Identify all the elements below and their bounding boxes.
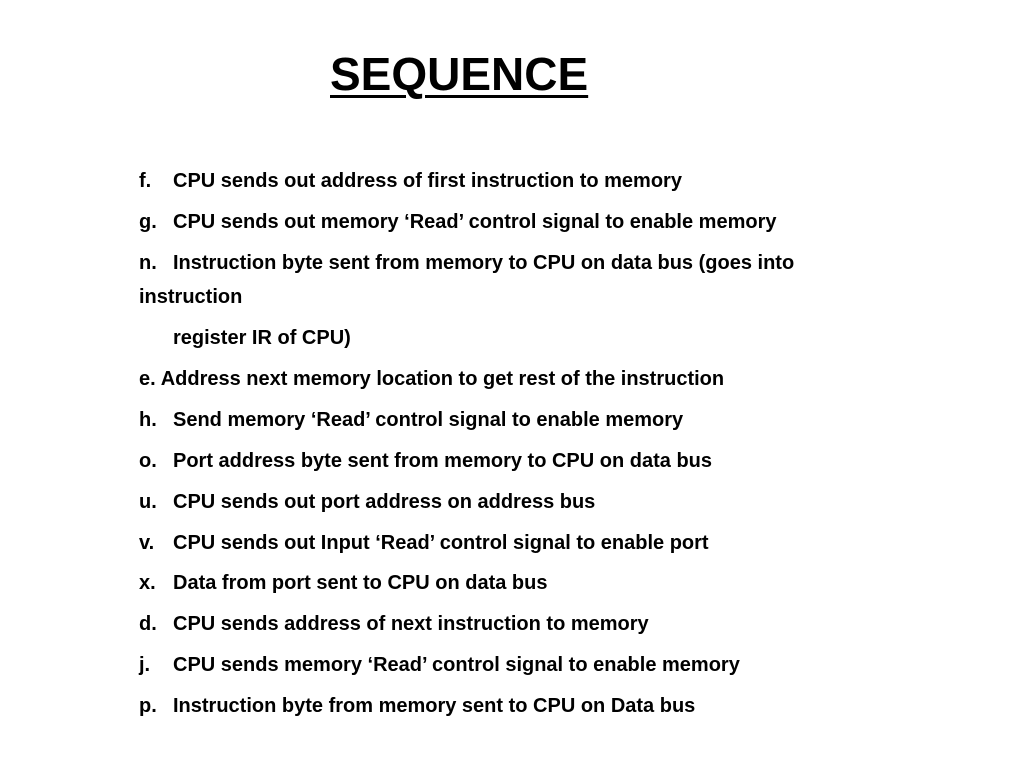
list-item-text: CPU sends out memory ‘Read’ control sign… (173, 210, 777, 233)
list-item-text: Data from port sent to CPU on data bus (173, 572, 548, 595)
list-item: v. CPU sends out Input ‘Read’ control sig… (139, 530, 794, 556)
list-marker: o. (139, 449, 157, 472)
list-item-continuation: register IR of CPU) (173, 327, 351, 350)
list-item: h. Send memory ‘Read’ control signal to e… (139, 407, 794, 433)
list-item: x. Data from port sent to CPU on data bus (139, 570, 794, 596)
list-item-text: CPU sends address of next instruction to… (173, 613, 649, 636)
list-item-text: Instruction byte from memory sent to CPU… (173, 695, 696, 718)
list-item: e.Address next memory location to get re… (139, 366, 794, 392)
list-item: o. Port address byte sent from memory to … (139, 448, 794, 474)
list-marker: h. (139, 408, 157, 431)
list-marker: u. (139, 490, 157, 513)
list-marker: v. (139, 531, 155, 554)
list-item: p. Instruction byte from memory sent to C… (139, 693, 794, 719)
slide-title: SEQUENCE (330, 48, 589, 100)
list-marker: g. (139, 210, 157, 233)
list-marker: x. (139, 572, 156, 595)
list-item-text: Instruction byte sent from memory to CPU… (173, 251, 795, 274)
list-item-text: Address next memory location to get rest… (160, 367, 725, 390)
list-item: u. CPU sends out port address on address … (139, 489, 794, 515)
list-item-first-line: n. Instruction byte sent from memory to C… (139, 250, 794, 276)
list-marker: n. (139, 251, 157, 274)
list-item-text: CPU sends out port address on address bu… (173, 490, 596, 513)
list-marker: p. (139, 695, 157, 718)
list-item-text: CPU sends memory ‘Read’ control signal t… (173, 654, 740, 677)
list-item-text: CPU sends out Input ‘Read’ control signa… (173, 531, 709, 554)
list-marker: j. (139, 654, 151, 677)
list-item: g. CPU sends out memory ‘Read’ control si… (139, 209, 794, 235)
sequence-list: f. CPU sends out address of first instruc… (139, 168, 794, 734)
list-item: f. CPU sends out address of first instruc… (139, 168, 794, 194)
list-item-text: CPU sends out address of first instructi… (173, 170, 682, 192)
list-item-text: Send memory ‘Read’ control signal to ena… (173, 408, 684, 431)
list-item: d. CPU sends address of next instruction … (139, 611, 794, 637)
list-marker: d. (139, 613, 157, 636)
list-item-wrap-text: instruction (139, 286, 243, 309)
list-item: n. Instruction byte sent from memory to C… (139, 250, 794, 310)
list-marker: e. (139, 367, 156, 390)
list-item: j. CPU sends memory ‘Read’ control signal… (139, 652, 794, 678)
list-item-text: Port address byte sent from memory to CP… (173, 449, 712, 472)
list-marker: f. (139, 170, 152, 192)
